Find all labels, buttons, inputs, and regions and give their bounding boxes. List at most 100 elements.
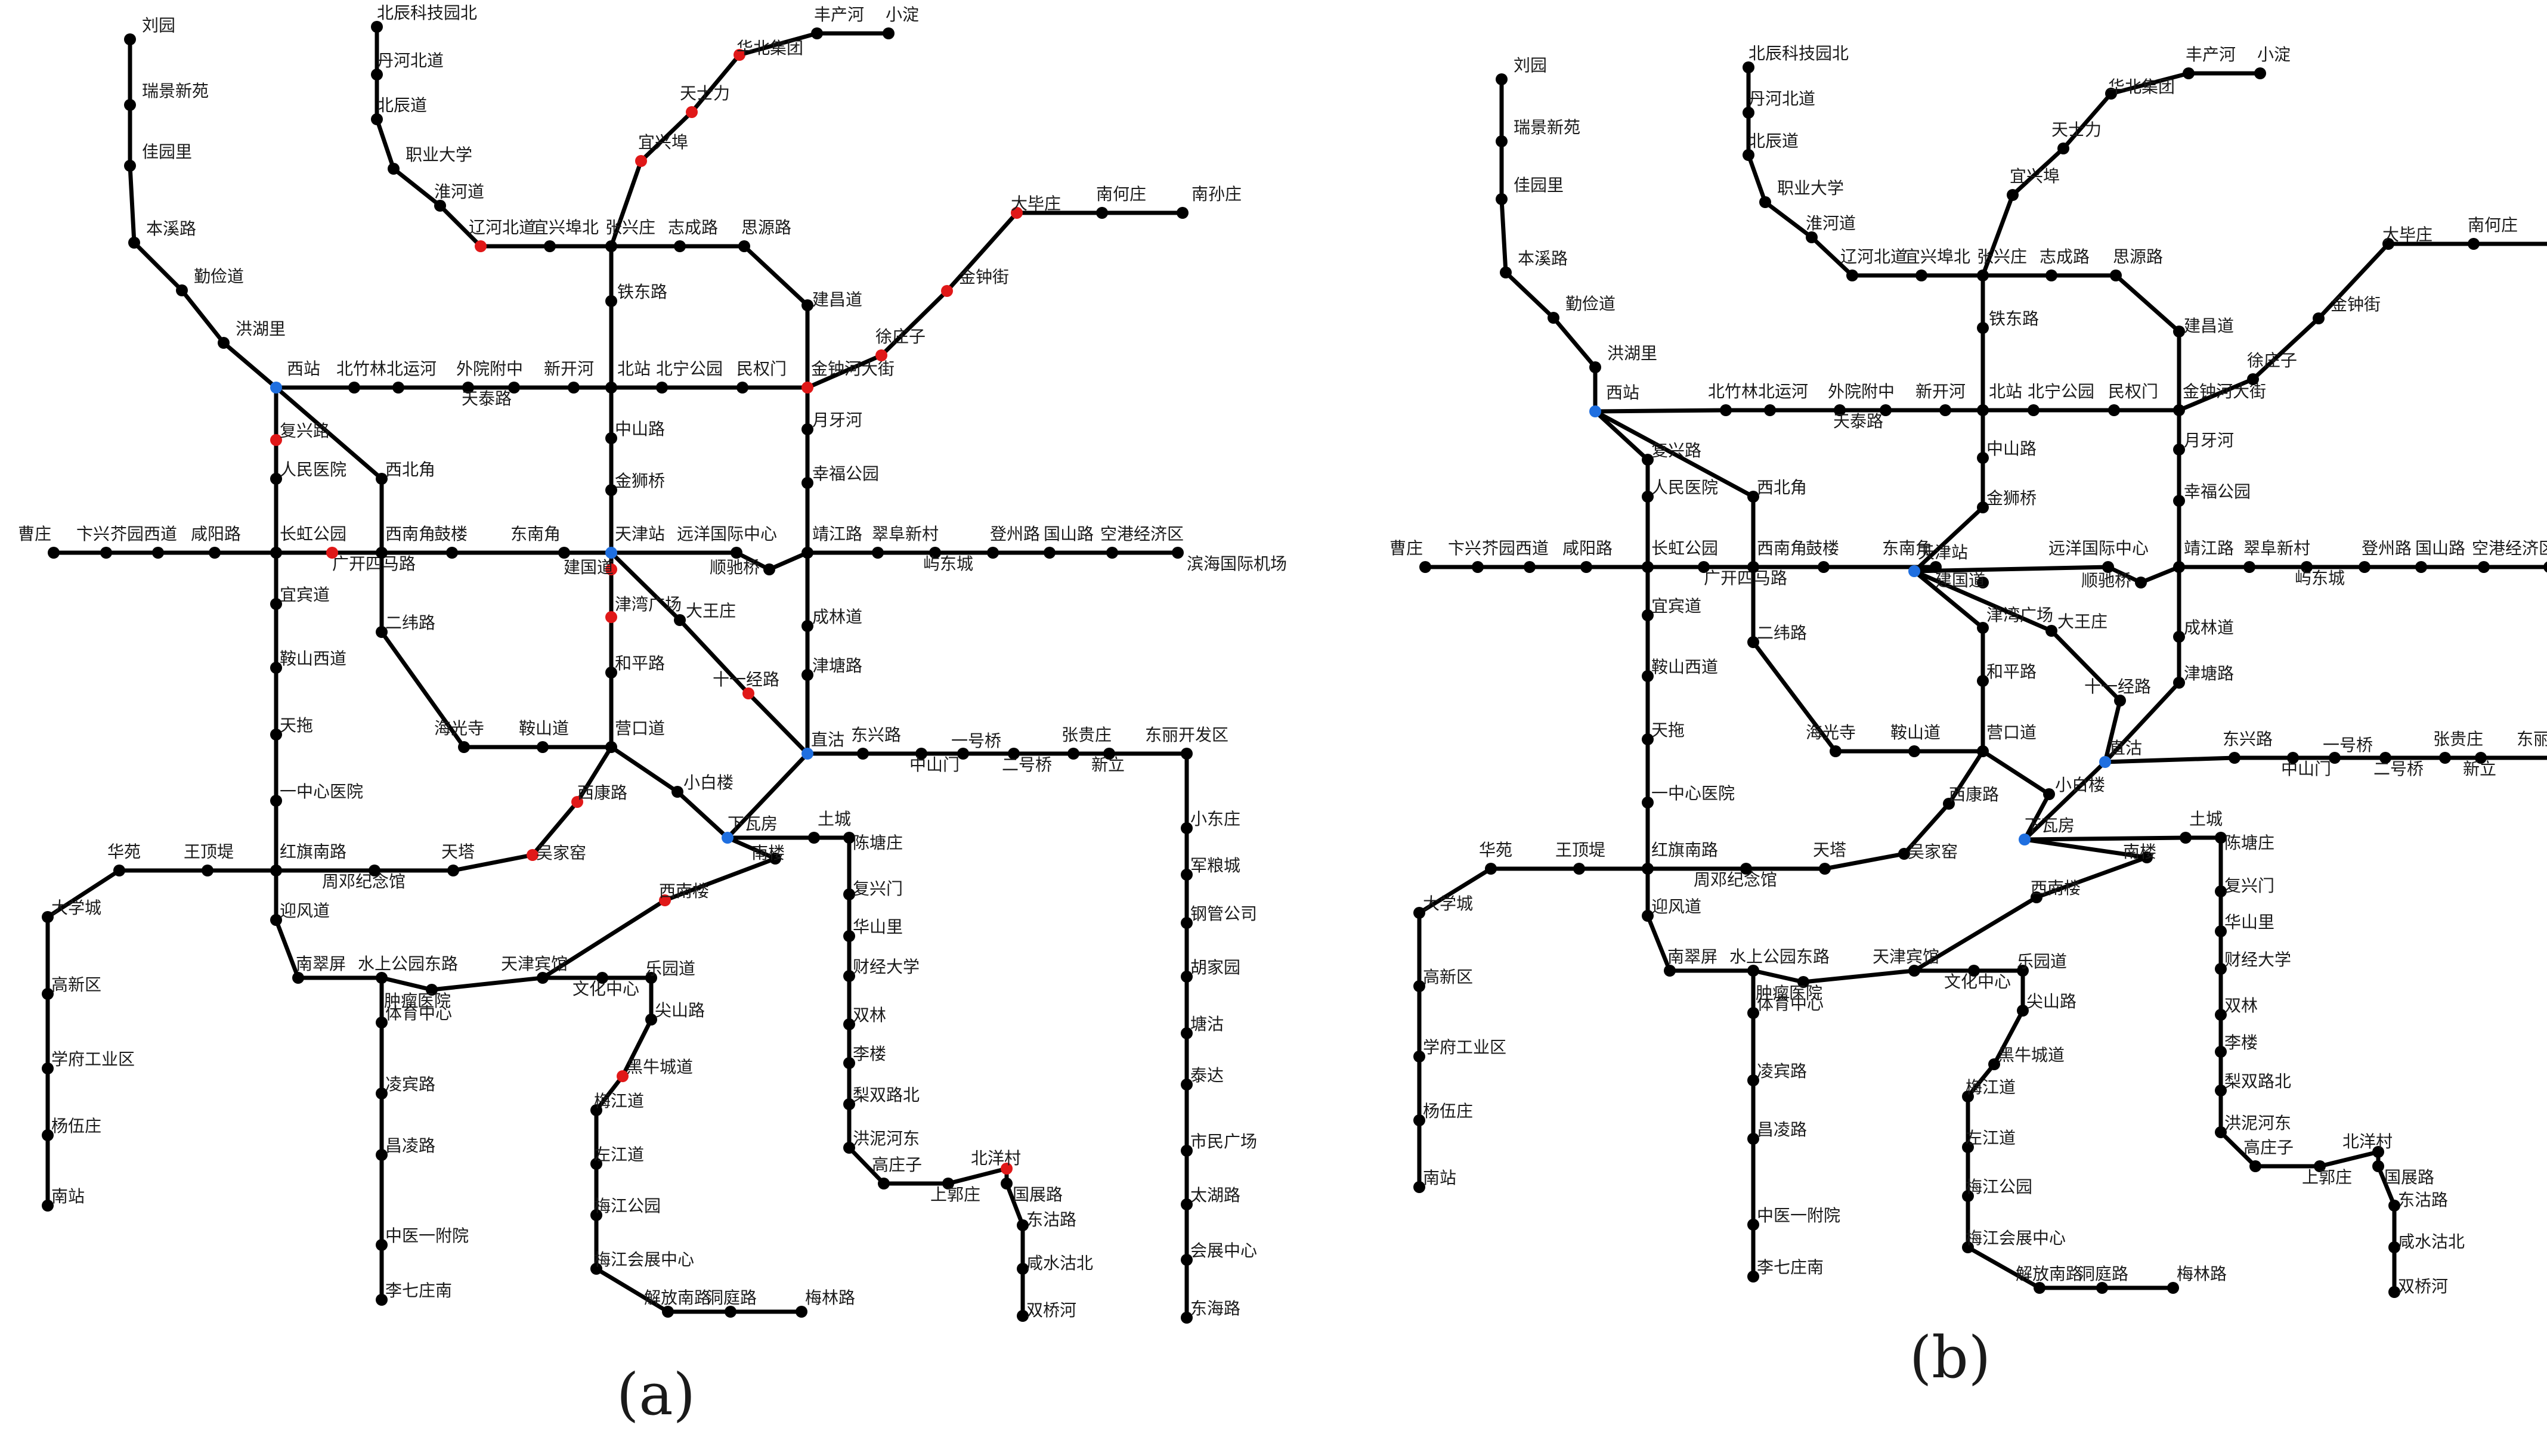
panel-b-station-dot <box>2173 561 2185 573</box>
panel-a-station-label: 梅江会展中心 <box>594 1250 694 1269</box>
panel-a-station-dot <box>1172 547 1184 559</box>
panel-a-station-label: 南何庄 <box>1096 184 1146 204</box>
panel-b-station-dot <box>1898 848 1910 860</box>
panel-a-station-dot <box>605 667 617 679</box>
panel-a-station-dot <box>292 972 304 984</box>
panel-b-station-label: 张贵庄 <box>2433 729 2483 749</box>
panel-b-station-dot <box>2388 1241 2400 1253</box>
panel-b-station-label: 鞍山道 <box>1890 723 1941 742</box>
panel-a-station-label: 大王庄 <box>686 601 736 621</box>
panel-a-station-label: 西南角 <box>385 524 435 544</box>
panel-b-station-label: 高新区 <box>1423 967 1473 987</box>
panel-b-station-dot <box>2382 238 2394 250</box>
panel-b-station-dot <box>2110 269 2122 281</box>
panel-b-station-dot <box>1747 1133 1759 1145</box>
panel-b-station-dot <box>1747 1074 1759 1086</box>
panel-b-station-label: 屿东城 <box>2295 568 2345 588</box>
panel-a-station-label: 高新区 <box>51 975 101 995</box>
panel-b-station-dot <box>1908 565 1920 577</box>
panel-b-station-label: 东兴路 <box>2223 729 2273 749</box>
panel-a-station-dot <box>843 1057 855 1069</box>
panel-a-station-dot <box>376 626 388 638</box>
panel-a-station-dot <box>152 547 164 559</box>
panel-a-station-label: 辽河北道 <box>469 218 536 237</box>
panel-a-station-dot <box>801 477 813 489</box>
panel-a-station-dot <box>590 1263 602 1275</box>
panel-a-station-dot <box>857 748 869 760</box>
panel-a-station-dot <box>738 240 750 252</box>
panel-b-station-label: 瑞景新苑 <box>1514 117 1580 137</box>
panel-b-station-dot <box>1642 609 1654 621</box>
panel-a-station-dot <box>722 832 734 844</box>
panel-b-station-label: 西北角 <box>1757 478 1807 497</box>
panel-b-station-dot <box>2017 1005 2029 1017</box>
panel-b-station-dot <box>2329 752 2341 764</box>
panel-b-label: (b) <box>1910 1324 1991 1391</box>
panel-a-station-dot <box>811 27 823 39</box>
panel-b-station-label: 国山路 <box>2415 538 2465 558</box>
panel-b-station-dot <box>1806 231 1818 243</box>
panel-b-station-dot <box>2099 756 2111 768</box>
panel-a-station-label: 天泰路 <box>462 389 512 408</box>
panel-a-station-label: 学府工业区 <box>51 1049 135 1069</box>
panel-a-station-dot <box>124 33 136 45</box>
panel-b-station-dot <box>1413 980 1425 992</box>
panel-a-station-dot <box>376 473 388 485</box>
panel-b-station-dot <box>1642 491 1654 503</box>
panel-b-station-dot <box>2215 1085 2227 1096</box>
panel-a-station-label: 空港经济区 <box>1100 524 1184 544</box>
panel-b-station-dot <box>1830 745 1842 757</box>
panel-a-station-label: 洪泥河东 <box>853 1129 920 1148</box>
panel-b-station-dot <box>1496 135 1508 147</box>
panel-a-station-dot <box>843 1142 855 1154</box>
panel-b-station-label: 复兴门 <box>2224 876 2274 896</box>
panel-b-station-dot <box>1977 675 1989 687</box>
panel-a-station-dot <box>447 865 459 876</box>
panel-b-station-dot <box>1500 267 1512 278</box>
panel-a-station-label: 建昌道 <box>812 290 862 309</box>
panel-a-station-dot <box>558 547 570 559</box>
panel-a-station-dot <box>376 1149 388 1161</box>
panel-b-station-label: 中医一附院 <box>1757 1206 1840 1225</box>
panel-a-station-dot <box>434 200 446 212</box>
panel-b-station-dot <box>2215 925 2227 937</box>
panel-b-station-dot <box>1747 965 1759 977</box>
panel-b-station-dot <box>2372 1160 2384 1172</box>
panel-a-station-label: 中山路 <box>615 419 665 439</box>
panel-b-station-dot <box>1642 561 1654 573</box>
panel-a-station-dot <box>270 795 282 807</box>
panel-b-station-label: 月牙河 <box>2184 430 2234 450</box>
panel-b-station-dot <box>1496 73 1508 85</box>
panel-b-station-dot <box>1915 269 1927 281</box>
panel-a-station-dot <box>883 27 895 39</box>
panel-b-station-label: 鞍山西道 <box>1651 657 1718 677</box>
panel-b-station-dot <box>1759 196 1771 208</box>
panel-b-station-dot <box>2388 1286 2400 1298</box>
panel-a-station-dot <box>915 748 927 760</box>
panel-b-station-label: 土城 <box>2189 809 2223 829</box>
panel-a-station-label: 滨海国际机场 <box>1187 554 1287 574</box>
panel-b-station-dot <box>2215 885 2227 897</box>
panel-b-station-dot <box>2043 788 2055 800</box>
panel-a-station-dot <box>270 729 282 741</box>
panel-b-station-dot <box>1740 863 1752 875</box>
panel-b-station-dot <box>2108 404 2120 416</box>
panel-a-network: 刘园瑞景新苑佳园里本溪路勤俭道洪湖里西站北竹林北运河外院附中天泰路新开河北站北宁… <box>18 3 1287 1324</box>
panel-a-station-label: 天塔 <box>441 842 475 862</box>
panel-b-station-dot <box>1880 404 1892 416</box>
panel-b-station-label: 学府工业区 <box>1423 1037 1506 1057</box>
panel-b-station-label: 芥园西道 <box>1482 538 1549 558</box>
panel-b-network: 刘园瑞景新苑佳园里本溪路勤俭道洪湖里西站北竹林北运河外院附中天泰路新开河北站北宁… <box>1389 44 2547 1298</box>
panel-a-station-label: 迎风道 <box>280 901 330 921</box>
panel-a-station-dot <box>100 547 112 559</box>
panel-a-station-label: 徐庄子 <box>875 327 926 346</box>
panel-b-station-dot <box>1834 404 1846 416</box>
panel-b-station-dot <box>2102 561 2114 573</box>
panel-b-station-dot <box>2173 495 2185 507</box>
panel-a-station-label: 思源路 <box>741 218 791 237</box>
panel-a-station-label: 高庄子 <box>872 1155 922 1175</box>
panel-a-station-dot <box>376 1017 388 1029</box>
panel-b-station-dot <box>2180 832 2192 844</box>
panel-b-station-dot <box>1908 745 1920 757</box>
panel-b-station-label: 幸福公园 <box>2184 482 2251 501</box>
